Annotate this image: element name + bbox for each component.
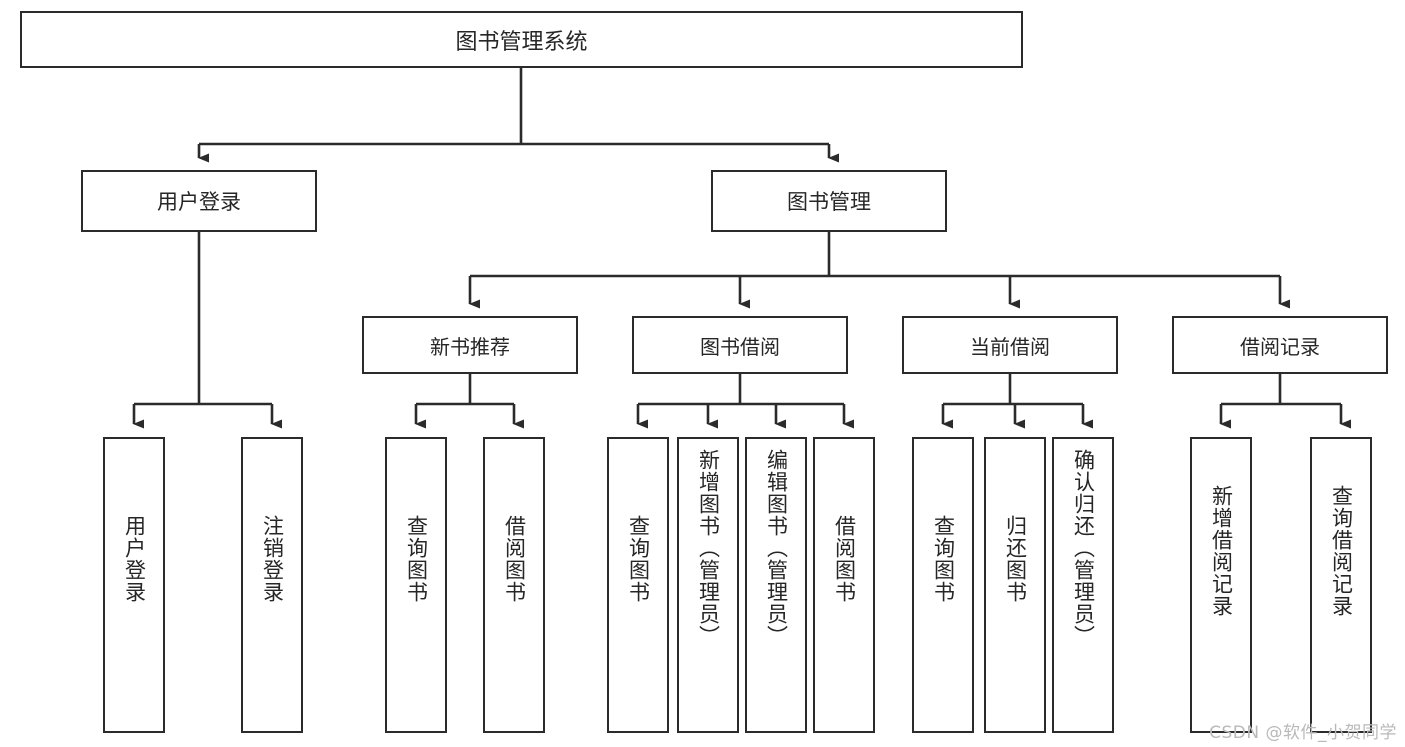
leaf-label: 查询图书 [931,515,956,603]
leaf-add-borrow-record[interactable]: 新增借阅记录 [1190,437,1252,733]
leaf-label: 借阅图书 [832,515,857,603]
leaf-confirm-return-admin[interactable]: 确认归还（管理员） [1052,437,1114,733]
leaf-edit-book-admin[interactable]: 编辑图书（管理员） [745,437,807,733]
node-root-system[interactable]: 图书管理系统 [20,11,1023,68]
node-new-book-recommend[interactable]: 新书推荐 [362,316,578,374]
leaf-label: 新增借阅记录 [1209,485,1234,617]
leaf-label: 用户登录 [122,515,147,603]
leaf-query-book-current[interactable]: 查询图书 [912,437,974,733]
node-book-management[interactable]: 图书管理 [711,170,947,232]
leaf-label: 归还图书 [1003,515,1028,603]
node-user-login[interactable]: 用户登录 [81,170,317,232]
leaf-label: 编辑图书（管理员） [764,449,789,647]
leaf-return-book[interactable]: 归还图书 [984,437,1046,733]
leaf-borrow-book-recommend[interactable]: 借阅图书 [483,437,545,733]
leaf-label: 注销登录 [260,515,285,603]
watermark-text: CSDN @软件_小贺同学 [1209,723,1397,743]
node-current-borrow[interactable]: 当前借阅 [902,316,1118,374]
leaf-add-book-admin[interactable]: 新增图书（管理员） [677,437,739,733]
leaf-user-login[interactable]: 用户登录 [103,437,165,733]
leaf-borrow-book[interactable]: 借阅图书 [813,437,875,733]
node-borrow-record[interactable]: 借阅记录 [1172,316,1388,374]
node-book-borrow[interactable]: 图书借阅 [632,316,848,374]
leaf-label: 查询借阅记录 [1329,485,1354,617]
leaf-label: 新增图书（管理员） [696,449,721,647]
leaf-logout[interactable]: 注销登录 [241,437,303,733]
leaf-query-book-recommend[interactable]: 查询图书 [385,437,447,733]
leaf-label: 借阅图书 [502,515,527,603]
leaf-query-borrow-record[interactable]: 查询借阅记录 [1310,437,1372,733]
leaf-label: 查询图书 [404,515,429,603]
leaf-label: 查询图书 [626,515,651,603]
leaf-query-book-borrow[interactable]: 查询图书 [607,437,669,733]
leaf-label: 确认归还（管理员） [1071,449,1096,647]
